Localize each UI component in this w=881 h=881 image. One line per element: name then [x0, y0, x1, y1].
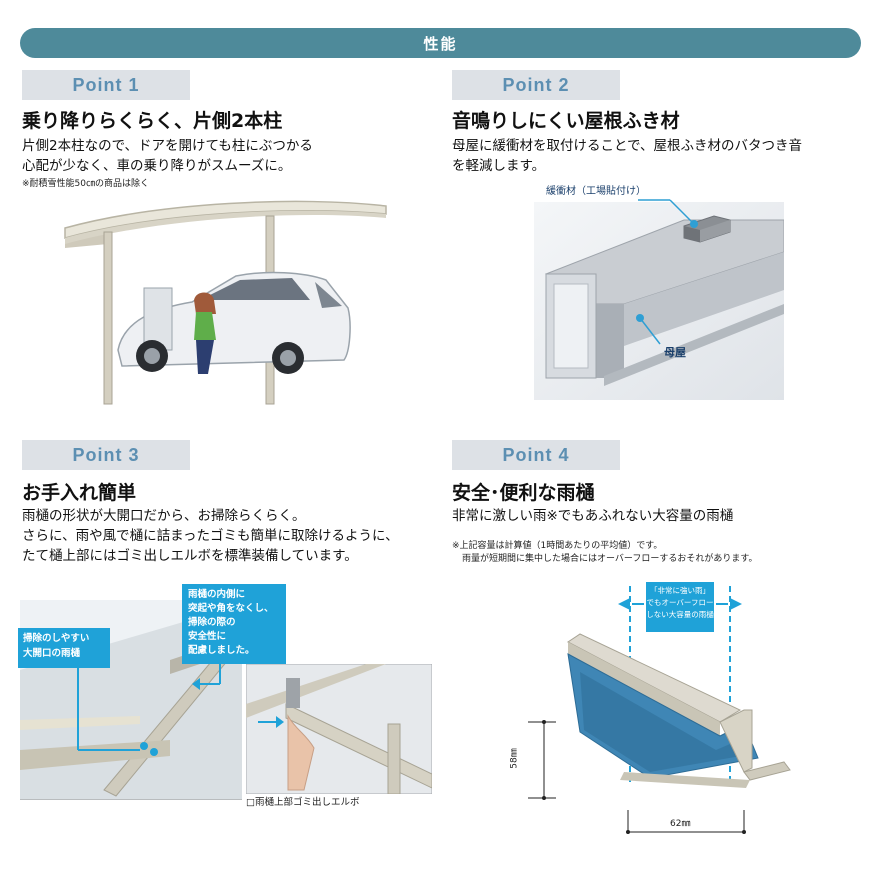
point-4-text-1: 非常に激しい雨※でもあふれない大容量の雨樋	[452, 508, 734, 524]
point-1-text-1: 片側2本柱なので、ドアを開けても柱にぶつかる	[22, 138, 313, 154]
callout-right-line-2: 突起や角をなくし、	[188, 603, 274, 614]
purlin-illustration	[534, 199, 784, 400]
elbow-photo	[246, 664, 432, 794]
point-2-tag: Point 2	[452, 70, 620, 100]
capacity-box-text: 「非常に強い雨」 でもオーバーフロー しない大容量の雨樋	[646, 585, 714, 621]
callout-left-line-1: 掃除のしやすい	[23, 633, 90, 644]
purlin-label: 母屋	[664, 346, 686, 359]
point-1-heading: 乗り降りらくらく、片側2本柱	[22, 110, 283, 132]
elbow-caption: □雨樋上部ゴミ出しエルボ	[246, 797, 360, 808]
buffer-label: 緩衝材（工場貼付け）	[546, 186, 646, 197]
point-4-heading: 安全･便利な雨樋	[452, 482, 595, 504]
carport-illustration	[64, 200, 387, 405]
callout-right-line-4: 安全性に	[188, 631, 227, 642]
point-1-tag: Point 1	[22, 70, 190, 100]
capacity-line-3: しない大容量の雨樋	[646, 610, 714, 619]
capacity-line-1: 「非常に強い雨」	[650, 586, 710, 595]
callout-right-box: 雨樋の内側に 突起や角をなくし、 掃除の際の 安全性に 配慮しました。	[182, 584, 286, 664]
point-3-tag: Point 3	[22, 440, 190, 470]
gutter-diagram	[528, 582, 791, 834]
callout-right-line-5: 配慮しました。	[188, 645, 255, 656]
point-3-heading: お手入れ簡単	[22, 482, 137, 504]
point-1-note: ※耐積雪性能50㎝の商品は除く	[22, 179, 149, 189]
capacity-line-2: でもオーバーフロー	[646, 598, 714, 607]
section-header: 性能	[20, 28, 861, 58]
section-title: 性能	[423, 34, 458, 53]
dim-height-label: 58㎜	[509, 748, 520, 769]
point-2-text-2: を軽減します。	[452, 158, 546, 174]
dim-width-label: 62㎜	[670, 819, 691, 829]
point-2-text-1: 母屋に緩衝材を取付けることで、屋根ふき材のバタつき音	[452, 138, 803, 154]
point-1-text-2: 心配が少なく、車の乗り降りがスムーズに。	[22, 158, 292, 174]
callout-right-line-3: 掃除の際の	[188, 617, 236, 628]
callout-left-line-2: 大開口の雨樋	[23, 648, 81, 659]
point-3-text-2: さらに、雨や風で樋に詰まったゴミも簡単に取除けるように、	[22, 528, 399, 544]
callout-right-line-1: 雨樋の内側に	[188, 589, 246, 600]
point-3-text-1: 雨樋の形状が大開口だから、お掃除らくらく。	[22, 508, 306, 524]
callout-left-box: 掃除のしやすい 大開口の雨樋	[18, 628, 110, 668]
point-3-text-3: たて樋上部にはゴミ出しエルボを標準装備しています。	[22, 548, 358, 564]
point-4-note-2: 雨量が短期間に集中した場合にはオーバーフローするおそれがあります。	[462, 554, 758, 564]
point-2-heading: 音鳴りしにくい屋根ふき材	[452, 110, 680, 132]
point-4-note-1: ※上記容量は計算値（1時間あたりの平均値）です。	[452, 541, 663, 551]
point-4-tag: Point 4	[452, 440, 620, 470]
